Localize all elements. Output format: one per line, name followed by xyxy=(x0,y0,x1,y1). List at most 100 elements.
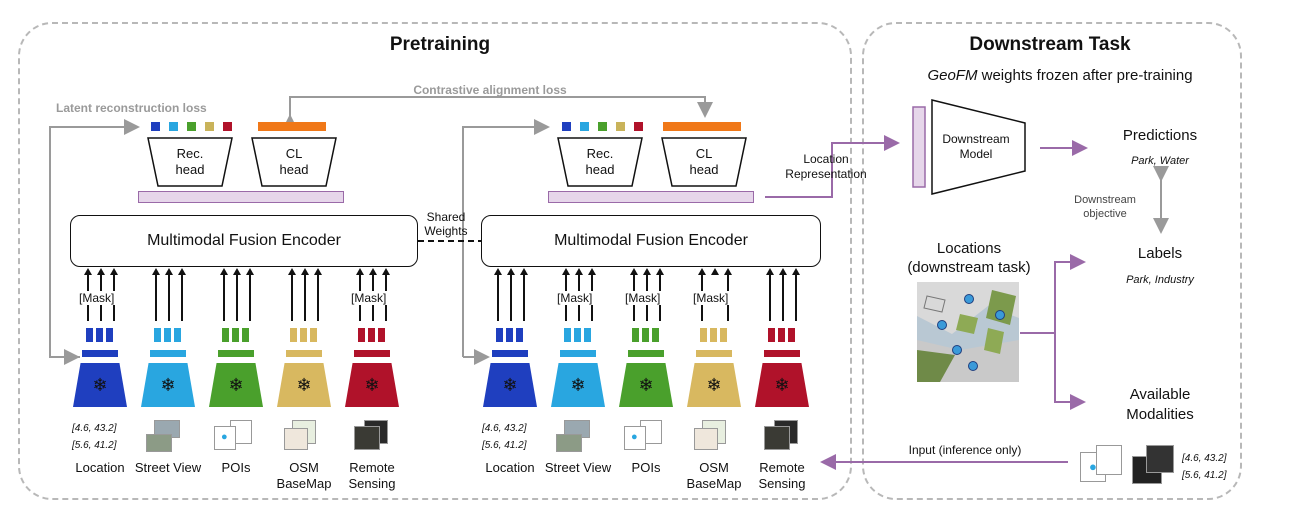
modality-token xyxy=(516,328,523,342)
coord-2: [5.6, 41.2] xyxy=(482,440,527,451)
modality-name: POIs xyxy=(631,460,661,475)
street-view-thumbnail-front xyxy=(556,434,582,452)
frozen-modality-encoder-right-0: ❄ xyxy=(483,363,537,407)
input-arrow xyxy=(769,273,771,321)
snowflake-icon: ❄ xyxy=(296,374,312,395)
locations-label: Locations (downstream task) xyxy=(907,240,1031,276)
modality-name: Street View xyxy=(544,460,612,475)
modality-name: Location xyxy=(485,460,535,475)
location-representation-label: Location Representation xyxy=(785,152,867,181)
modality-token xyxy=(652,328,659,342)
frozen-modality-encoder-right-2: ❄ xyxy=(619,363,673,407)
modality-token xyxy=(154,328,161,342)
input-arrowhead xyxy=(369,268,377,275)
mask-token-label: [Mask] xyxy=(624,291,662,305)
modality-token xyxy=(788,328,795,342)
input-arrow xyxy=(249,273,251,321)
modality-name: Street View xyxy=(134,460,202,475)
modality-token xyxy=(358,328,365,342)
input-arrow xyxy=(523,273,525,321)
modality-name: Remote Sensing xyxy=(348,460,396,491)
modality-token xyxy=(700,328,707,342)
modality-token xyxy=(768,328,775,342)
objective-label: Downstream objective xyxy=(1074,194,1136,220)
osm-thumbnail-front xyxy=(284,428,308,450)
output-embedding-right xyxy=(548,191,754,203)
rec-head-right-label: Rec. head xyxy=(585,146,615,177)
poi-pin-icon: ● xyxy=(221,431,228,443)
input-arrowhead xyxy=(233,268,241,275)
downstream-subtitle: GeoFM weights frozen after pre-training xyxy=(880,68,1240,84)
coord-1: [4.6, 43.2] xyxy=(482,423,527,434)
input-arrowhead xyxy=(356,268,364,275)
frozen-modality-encoder-left-3: ❄ xyxy=(277,363,331,407)
input-arrow xyxy=(291,273,293,321)
input-arrowhead xyxy=(97,268,105,275)
cl-head-left-label: CL head xyxy=(279,146,309,177)
location-coords: [4.6, 43.2] [5.6, 41.2] xyxy=(482,420,526,454)
modality-token-bar xyxy=(560,350,596,357)
input-arrowhead xyxy=(779,268,787,275)
input-arrowhead xyxy=(792,268,800,275)
downstream-panel xyxy=(862,22,1242,500)
modality-token-bar xyxy=(82,350,118,357)
snowflake-icon: ❄ xyxy=(502,374,518,395)
pretraining-title: Pretraining xyxy=(389,34,491,55)
modality-name: OSM BaseMap xyxy=(686,460,742,491)
rec-head-left xyxy=(147,137,233,187)
street-view-thumbnail-front xyxy=(146,434,172,452)
modality-token-bar xyxy=(696,350,732,357)
snowflake-icon: ❄ xyxy=(92,374,108,395)
input-arrowhead xyxy=(575,268,583,275)
mask-token-label: [Mask] xyxy=(692,291,730,305)
pretraining-panel xyxy=(18,22,852,500)
input-arrowhead xyxy=(520,268,528,275)
input-arrowhead xyxy=(711,268,719,275)
input-arrow xyxy=(181,273,183,321)
downstream-model-label: Downstream Model xyxy=(942,132,1010,161)
snowflake-icon: ❄ xyxy=(160,374,176,395)
snowflake-icon: ❄ xyxy=(364,374,380,395)
modality-token xyxy=(632,328,639,342)
modality-token xyxy=(564,328,571,342)
frozen-modality-encoder-right-1: ❄ xyxy=(551,363,605,407)
input-arrowhead xyxy=(178,268,186,275)
input-arrowhead xyxy=(643,268,651,275)
shared-weights-label: Shared Weights xyxy=(424,210,468,238)
rs-thumbnail-front xyxy=(764,426,790,450)
location-coords: [4.6, 43.2][5.6, 41.2] xyxy=(72,420,116,454)
modality-token xyxy=(506,328,513,342)
modality-token-bar xyxy=(764,350,800,357)
modality-token xyxy=(290,328,297,342)
input-arrow xyxy=(236,273,238,321)
modality-token xyxy=(310,328,317,342)
input-arrowhead xyxy=(220,268,228,275)
modality-token xyxy=(96,328,103,342)
fusion-encoder-left: Multimodal Fusion Encoder xyxy=(70,215,418,267)
predictions-values: Park, Water xyxy=(1131,155,1189,167)
input-arrowhead xyxy=(288,268,296,275)
input-arrowhead xyxy=(562,268,570,275)
frozen-modality-encoder-left-4: ❄ xyxy=(345,363,399,407)
labels-values: Park, Industry xyxy=(1126,274,1194,286)
poi-thumbnail-b: ● xyxy=(624,426,646,450)
modality-token xyxy=(164,328,171,342)
modality-token xyxy=(710,328,717,342)
snowflake-icon: ❄ xyxy=(774,374,790,395)
subtitle-rest: weights frozen after pre-training xyxy=(977,67,1193,84)
input-arrow xyxy=(223,273,225,321)
input-arrowhead xyxy=(301,268,309,275)
input-arrowhead xyxy=(698,268,706,275)
poi-pin-icon: ● xyxy=(631,431,638,443)
input-arrowhead xyxy=(766,268,774,275)
poi-thumbnail-back xyxy=(1096,445,1122,475)
latent-loss-label: Latent reconstruction loss xyxy=(56,101,207,115)
input-arrowhead xyxy=(246,268,254,275)
mask-token-label: [Mask] xyxy=(556,291,594,305)
modality-name: POIs xyxy=(221,460,251,475)
downstream-coord-1: [4.6, 43.2] xyxy=(1182,453,1227,464)
input-arrowhead xyxy=(724,268,732,275)
frozen-modality-encoder-left-2: ❄ xyxy=(209,363,263,407)
modality-token xyxy=(496,328,503,342)
frozen-modality-encoder-left-0: ❄ xyxy=(73,363,127,407)
